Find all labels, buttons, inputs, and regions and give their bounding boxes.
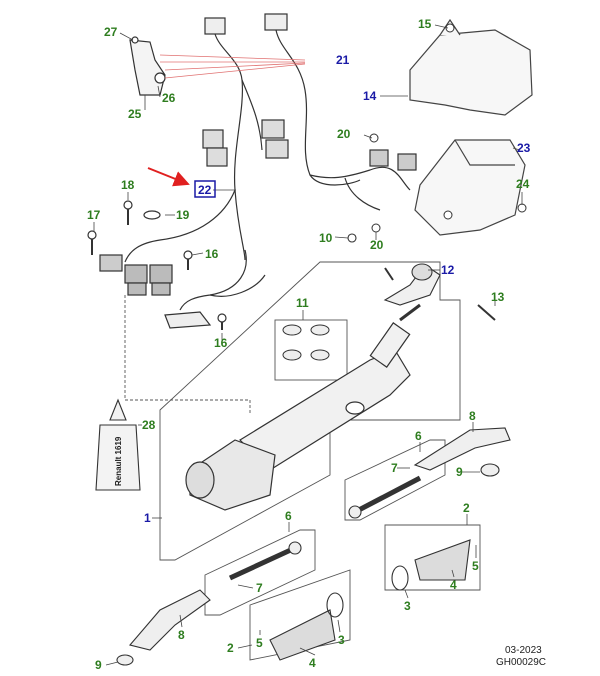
callout-11: 11: [296, 296, 309, 310]
callout-3-left: 3: [338, 633, 345, 647]
callout-6-right: 6: [415, 429, 422, 443]
callout-6-left: 6: [285, 509, 292, 523]
callout-28: 28: [142, 418, 156, 432]
callout-20-upper: 20: [337, 127, 351, 141]
callout-9-right: 9: [456, 465, 463, 479]
rack-mount-drawing: [347, 233, 496, 321]
callout-5-left: 5: [256, 636, 263, 650]
callout-9-left: 9: [95, 658, 102, 671]
callout-25: 25: [128, 107, 142, 121]
tie-rod-drawings: [116, 427, 511, 666]
callout-22-box: [194, 180, 216, 198]
kit-outline-boxes: [124, 261, 481, 661]
callout-19: 19: [176, 208, 190, 222]
shield-drawings: [409, 18, 533, 236]
leader-lines-21: [159, 54, 306, 79]
callout-15: 15: [418, 17, 432, 31]
callout-20-lower: 20: [370, 238, 384, 252]
callout-8-right: 8: [469, 409, 476, 423]
callout-7-left: 7: [256, 581, 263, 595]
highlight-arrow: [147, 167, 190, 187]
sealant-tube-label: Renault 1619: [114, 436, 123, 486]
callout-16-lower: 16: [214, 336, 228, 350]
callout-7-right: 7: [391, 461, 398, 475]
steering-rack-drawing: [185, 303, 421, 511]
callout-4-right: 4: [450, 578, 457, 592]
callout-leaders: [93, 24, 523, 666]
callout-22: 22: [198, 183, 212, 197]
wiring-harness-drawing: [87, 13, 417, 330]
callout-26: 26: [162, 91, 176, 105]
callout-12: 12: [441, 263, 455, 277]
callout-27: 27: [104, 25, 118, 39]
callout-21: 21: [336, 53, 350, 67]
callout-14: 14: [363, 89, 377, 103]
callout-5-right: 5: [472, 559, 479, 573]
footer-date: 03-2023: [505, 645, 542, 656]
callout-1: 1: [144, 511, 151, 525]
callout-18: 18: [121, 178, 135, 192]
callout-2-left: 2: [227, 641, 234, 655]
callout-10: 10: [319, 231, 333, 245]
callout-23: 23: [517, 141, 531, 155]
callout-17: 17: [87, 208, 101, 222]
sealant-tube-drawing: [95, 398, 141, 491]
seal-kit-drawing: [282, 324, 330, 361]
callout-2-right: 2: [463, 501, 470, 515]
callout-4-left: 4: [309, 656, 316, 670]
footer-code: GH00029C: [496, 657, 547, 668]
callout-8-left: 8: [178, 628, 185, 642]
callout-labels: 27 26 25 21 15 14 20 23 24 22 18 17 19 1…: [87, 17, 531, 672]
callout-13: 13: [491, 290, 505, 304]
callout-24: 24: [516, 177, 530, 191]
callout-16-upper: 16: [205, 247, 219, 261]
callout-3-right: 3: [404, 599, 411, 613]
